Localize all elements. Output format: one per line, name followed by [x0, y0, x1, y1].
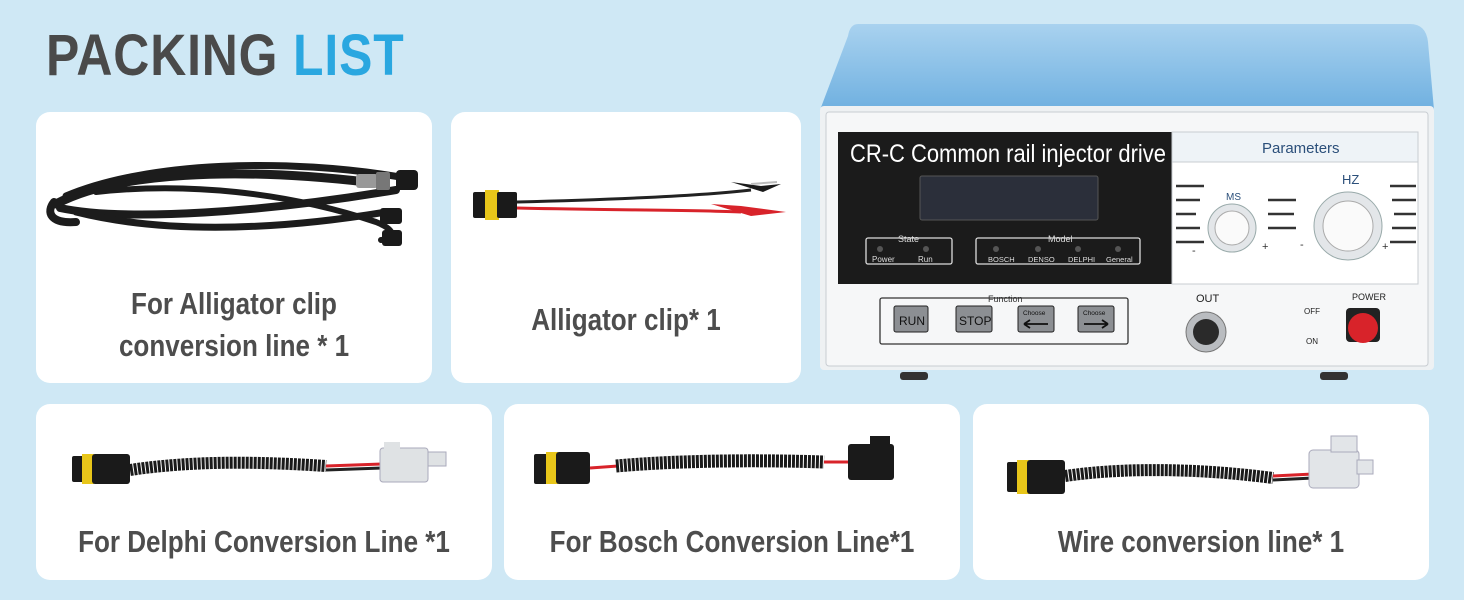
model-delphi: DELPHI	[1068, 255, 1095, 264]
injector-driver-device-image: CR-C Common rail injector drive State Po…	[820, 24, 1434, 380]
bosch-cable-image	[534, 436, 894, 484]
item-label-line1: For Alligator clip	[131, 286, 337, 321]
hz-minus: -	[1300, 239, 1304, 251]
wire-cable-image	[1007, 435, 1374, 494]
item-label: For Delphi Conversion Line *1	[78, 524, 450, 559]
model-general: General	[1106, 255, 1133, 264]
run-button-label: RUN	[899, 314, 925, 328]
ms-label: MS	[1226, 192, 1241, 203]
title-accent: LIST	[293, 23, 405, 88]
title-main: PACKING	[46, 23, 279, 88]
ms-plus: +	[1262, 241, 1268, 253]
item-card-bosch-conversion-line: For Bosch Conversion Line*1	[504, 404, 960, 580]
item-label-line2: conversion line * 1	[118, 328, 350, 363]
state-power-label: Power	[872, 255, 895, 264]
function-label: Function	[988, 294, 1023, 304]
model-label: Model	[1048, 234, 1073, 244]
model-denso: DENSO	[1028, 255, 1055, 264]
state-run-label: Run	[918, 255, 933, 264]
device-name-text: CR-C Common rail injector drive	[850, 140, 1166, 168]
parameters-label: Parameters	[1262, 140, 1340, 157]
state-label: State	[898, 234, 919, 244]
off-label: OFF	[1304, 307, 1320, 316]
ms-minus: -	[1192, 245, 1196, 257]
item-label: For Bosch Conversion Line*1	[549, 524, 915, 559]
item-card-delphi-conversion-line: For Delphi Conversion Line *1	[36, 404, 492, 580]
choose-right-label: Choose	[1083, 310, 1106, 317]
hz-plus: +	[1382, 241, 1388, 253]
on-label: ON	[1306, 337, 1318, 346]
item-card-wire-conversion-line: Wire conversion line* 1	[973, 404, 1429, 580]
delphi-cable-image	[72, 442, 447, 484]
model-bosch: BOSCH	[988, 255, 1015, 264]
page-title: PACKING LIST	[46, 22, 405, 89]
choose-left-label: Choose	[1023, 310, 1046, 317]
item-label: Wire conversion line* 1	[1057, 524, 1345, 559]
hz-label: HZ	[1342, 172, 1359, 187]
alligator-clip-image	[473, 181, 786, 220]
out-label: OUT	[1196, 293, 1220, 305]
item-card-alligator-clip: Alligator clip* 1	[451, 112, 801, 383]
item-label: Alligator clip* 1	[531, 302, 721, 337]
coiled-cable-image	[46, 162, 418, 246]
item-card-alligator-conversion-line: For Alligator clip conversion line * 1	[36, 112, 432, 383]
power-switch-label: POWER	[1352, 292, 1387, 302]
stop-button-label: STOP	[959, 314, 991, 328]
